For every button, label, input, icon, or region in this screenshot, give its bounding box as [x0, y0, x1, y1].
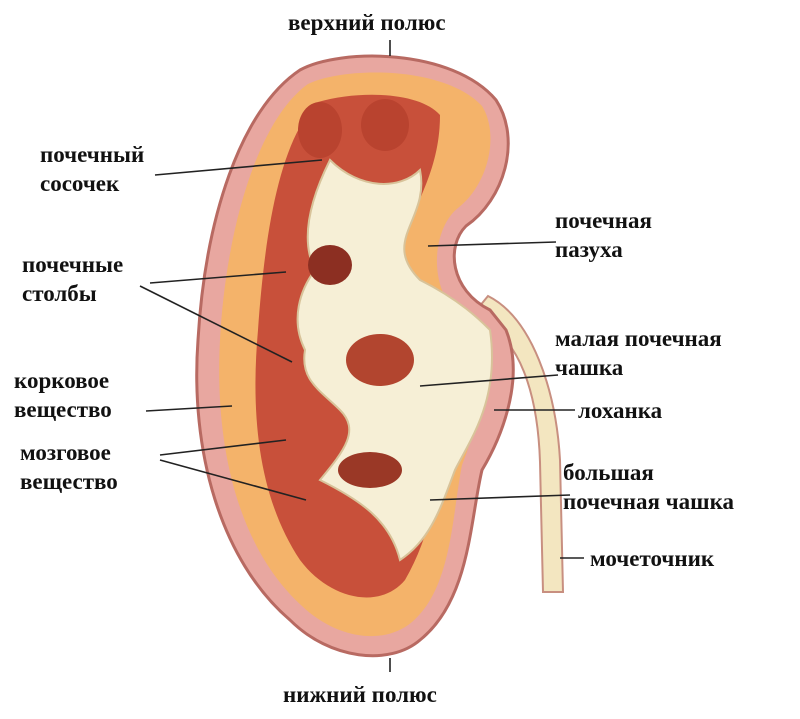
leader-columns-1 [149, 271, 287, 284]
label-line: пазуха [555, 237, 623, 262]
pyramid [298, 102, 342, 158]
label-upper-pole: верхний полюс [288, 10, 446, 35]
label-line: большая [563, 460, 654, 485]
leader-papilla [154, 159, 323, 176]
label-cortex: корковое вещество [14, 366, 112, 424]
label-line: почечная чашка [563, 489, 734, 514]
label-line: мозговое [20, 440, 111, 465]
leader-columns-2 [139, 285, 293, 363]
label-major-calyx: большая почечная чашка [563, 458, 734, 516]
leader-minor-calyx [419, 374, 559, 387]
leader-medulla-2 [159, 459, 307, 501]
pyramid-cavity [338, 452, 402, 488]
pyramid [361, 99, 409, 151]
label-lower-pole: нижний полюс [283, 682, 437, 707]
label-minor-calyx: малая почечная чашка [555, 324, 722, 382]
pyramid-cavity [308, 245, 352, 285]
label-line: малая почечная [555, 326, 722, 351]
leader-lines [139, 40, 584, 672]
label-line: почечная [555, 208, 652, 233]
label-renal-sinus: почечная пазуха [555, 206, 652, 264]
label-line: столбы [22, 281, 97, 306]
leader-medulla-1 [159, 439, 287, 456]
label-line: почечные [22, 252, 124, 277]
label-renal-columns: почечные столбы [22, 250, 123, 308]
label-medulla: мозговое вещество [20, 438, 118, 496]
pyramid-cavity [346, 334, 414, 386]
leader-sinus [427, 241, 557, 247]
label-line: сосочек [40, 171, 120, 196]
label-ureter: мочеточник [590, 546, 715, 571]
leader-cortex [145, 405, 233, 412]
leader-major-calyx [429, 494, 571, 501]
label-line: чашка [555, 355, 624, 380]
label-line: вещество [20, 469, 118, 494]
label-renal-papilla: почечный сосочек [40, 140, 144, 198]
label-line: вещество [14, 397, 112, 422]
pyramid [262, 398, 318, 442]
label-line: почечный [40, 142, 145, 167]
label-pelvis: лоханка [578, 398, 663, 423]
label-line: корковое [14, 368, 110, 393]
